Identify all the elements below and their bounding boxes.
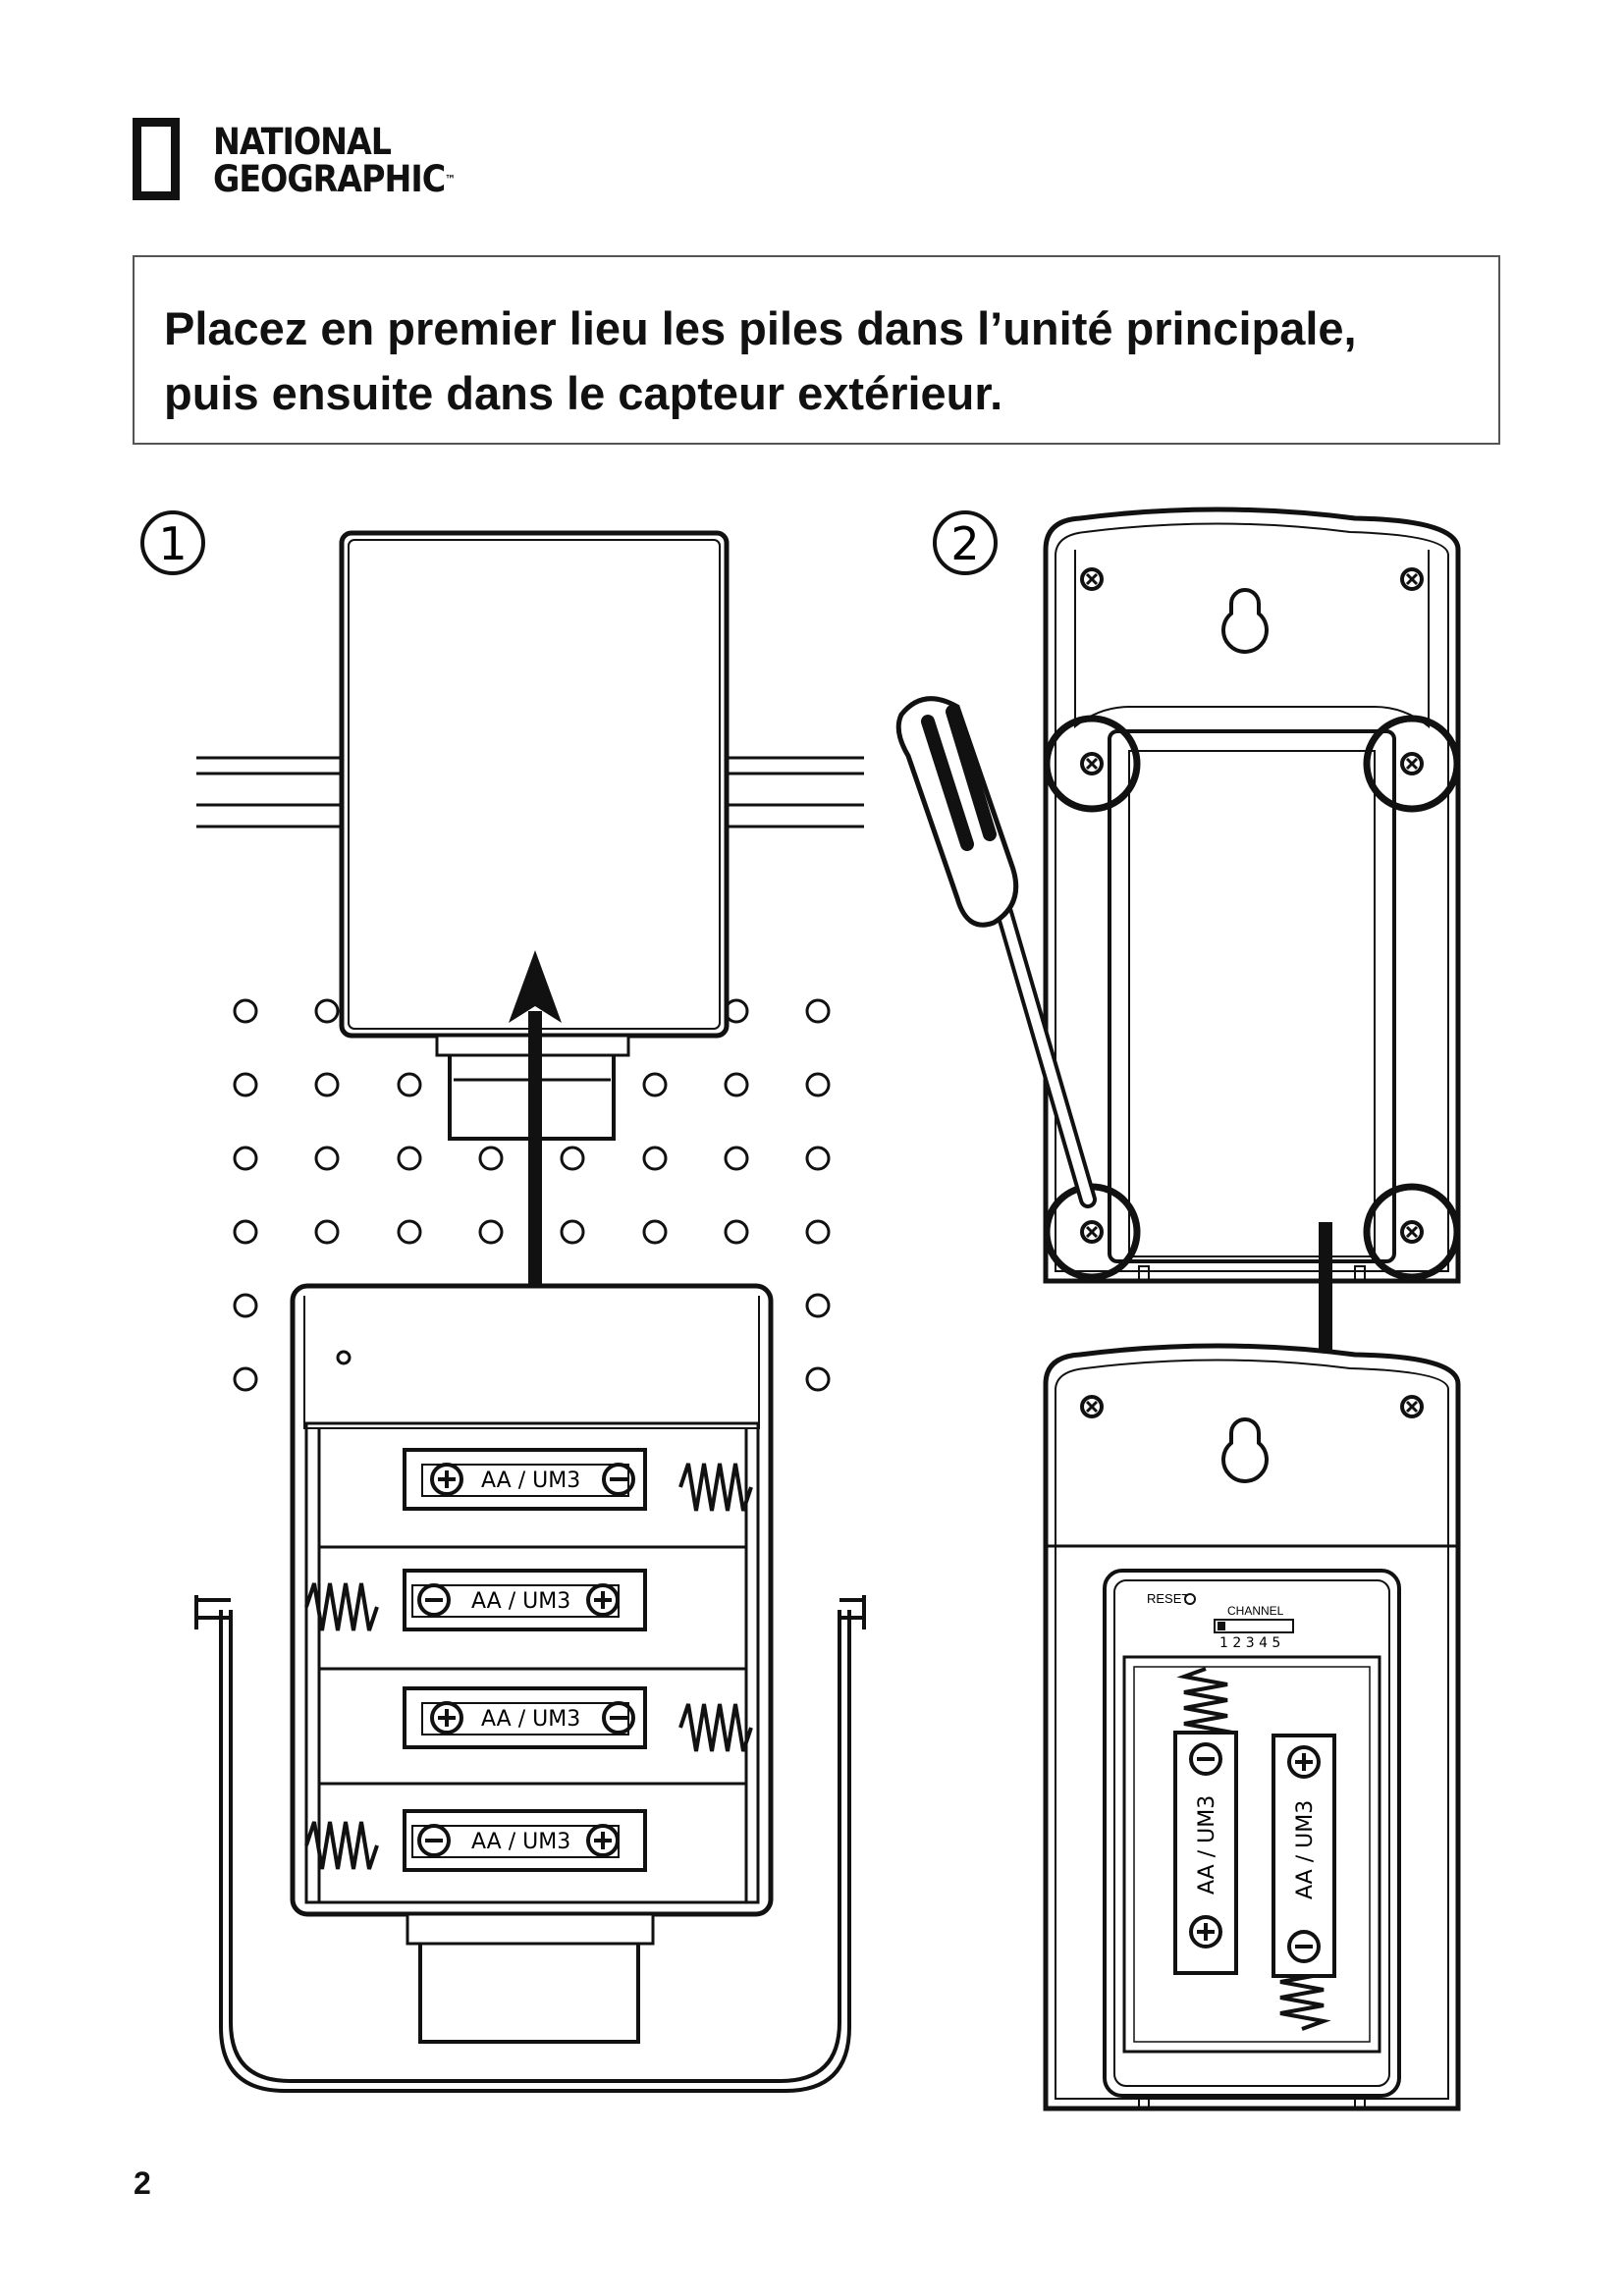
mounting-hole [560,1146,585,1171]
battery-label: AA / UM3 [1293,1800,1318,1899]
mounting-hole [397,1146,422,1171]
mounting-hole [314,998,340,1024]
mounting-hole [805,1219,831,1245]
channel-numbers: 1 2 3 4 5 [1219,1635,1280,1651]
national-geographic-logo: NATIONAL GEOGRAPHIC™ [133,118,486,216]
screw-icon [1080,1395,1104,1418]
mounting-hole [560,1219,585,1245]
logo-wordmark: NATIONAL GEOGRAPHIC™ [213,124,456,198]
trademark-symbol: ™ [445,173,456,187]
mounting-hole [397,1072,422,1097]
step-2-marker: 2 [933,510,998,575]
mounting-hole [478,1146,504,1171]
mounting-hole [397,1219,422,1245]
reset-label: RESET [1147,1591,1189,1606]
mounting-hole [805,1293,831,1318]
page-number: 2 [134,2165,151,2201]
mounting-hole [314,1072,340,1097]
mounting-hole [233,998,258,1024]
sensor-back-closed [1043,507,1461,1284]
mounting-hole [314,1219,340,1245]
sensor-back-open: RESET CHANNEL 1 2 3 4 5 AA / UM3 AA / UM… [1043,1343,1461,2111]
battery-4: AA / UM3 [403,1809,647,1872]
mounting-hole [478,1219,504,1245]
battery-label: AA / UM3 [471,1589,570,1614]
channel-switch [1214,1619,1294,1633]
screw-icon [1080,752,1104,775]
battery-label: AA / UM3 [481,1707,580,1732]
logo-line-2-text: GEOGRAPHIC [213,158,446,200]
dot-grid [233,998,831,1392]
logo-yellow-border-mark [133,118,180,200]
main-unit-battery-compartment [290,1283,774,2044]
battery-2: AA / UM3 [403,1569,647,1631]
instruction-box: Placez en premier lieu les piles dans l’… [133,255,1500,445]
mounting-hole [805,1072,831,1097]
mounting-hole [724,1219,749,1245]
mounting-hole [724,1072,749,1097]
battery-compartment-cover [339,530,730,1141]
channel-label: CHANNEL [1227,1604,1284,1618]
mounting-hole [805,998,831,1024]
screw-icon [1400,567,1424,591]
mounting-hole [805,1366,831,1392]
mounting-hole [642,1072,668,1097]
mounting-hole [233,1072,258,1097]
mounting-hole [642,1146,668,1171]
mounting-hole [233,1293,258,1318]
mounting-hole [805,1146,831,1171]
mounting-hole [233,1146,258,1171]
screw-icon [1400,752,1424,775]
screw-icon [1400,1220,1424,1244]
mounting-hole [314,1146,340,1171]
battery-3: AA / UM3 [403,1686,647,1749]
battery-label: AA / UM3 [481,1468,580,1493]
sensor-battery-2: AA / UM3 [1272,1734,1336,1978]
mounting-hole [233,1366,258,1392]
mounting-hole [233,1219,258,1245]
step-1-number: 1 [158,517,187,570]
logo-line-2: GEOGRAPHIC™ [213,161,456,198]
logo-line-1: NATIONAL [213,121,392,163]
battery-label: AA / UM3 [471,1830,570,1854]
reset-button [1184,1593,1196,1605]
instruction-line-2: puis ensuite dans le capteur extérieur. [164,367,1003,419]
mounting-rail [196,756,864,828]
mounting-hole [724,1146,749,1171]
battery-1: AA / UM3 [403,1448,647,1511]
screwdriver-icon [895,696,1097,1208]
instruction-line-1: Placez en premier lieu les piles dans l’… [164,302,1357,354]
screw-icon [1080,1220,1104,1244]
mounting-hole [642,1219,668,1245]
battery-label: AA / UM3 [1195,1795,1219,1895]
screw-icon [1080,567,1104,591]
screw-icon [1400,1395,1424,1418]
step-1-marker: 1 [140,510,205,575]
main-unit-stand [194,1595,866,2093]
sensor-battery-1: AA / UM3 [1173,1731,1238,1975]
step-2-number: 2 [950,517,979,570]
main-unit-batteries: AA / UM3 AA / UM3 AA / UM3 AA / UM3 [304,1448,753,1872]
